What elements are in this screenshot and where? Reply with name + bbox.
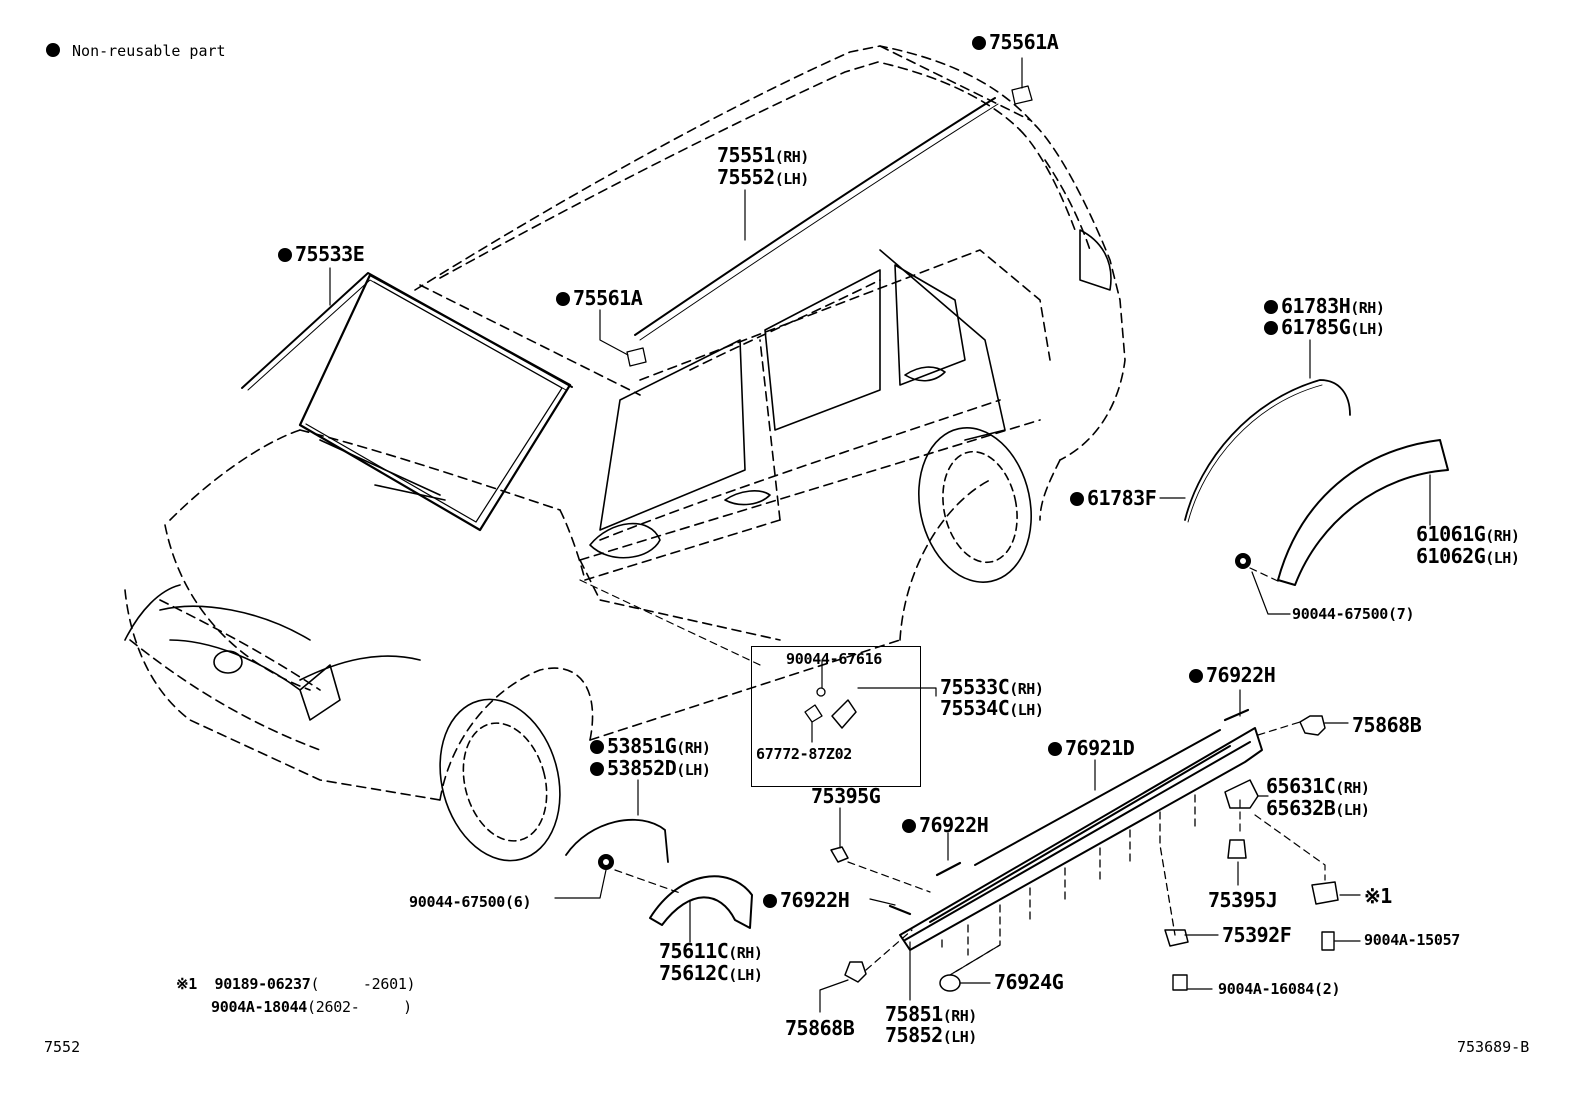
label-75868B-right[interactable]: 75868B: [1352, 713, 1422, 737]
label-53851G[interactable]: 53851G(RH): [590, 736, 711, 756]
rocker-moulding-75851: [899, 727, 1263, 951]
label-61062G[interactable]: 61062G(LH): [1416, 544, 1520, 568]
label-75551[interactable]: 75551(RH): [717, 143, 809, 167]
non-reusable-dot-icon: [46, 43, 60, 57]
figure-code-left: 7552: [44, 1038, 81, 1056]
label-75534C[interactable]: 75534C(LH): [940, 696, 1044, 720]
label-90044-67500-6-wrap[interactable]: 90044-67500(6): [409, 893, 532, 911]
tape-76922H-short: [888, 708, 1250, 916]
assembly-dash-lines: [579, 567, 1326, 976]
label-75395J[interactable]: 75395J: [1208, 888, 1278, 912]
non-reusable-dot-icon: [556, 292, 570, 306]
clip-90044-67500-6: [598, 854, 614, 870]
windshield-moulding-75533E: [241, 272, 573, 391]
pad-76924G: [939, 974, 961, 992]
label-75868B-left[interactable]: 75868B: [785, 1016, 855, 1040]
label-9004A-16084[interactable]: 9004A-16084(2): [1218, 980, 1341, 998]
label-61785G[interactable]: 61785G(LH): [1264, 317, 1385, 337]
label-75852[interactable]: 75852(LH): [885, 1023, 977, 1047]
non-reusable-dot-icon: [1048, 742, 1062, 756]
label-53852D[interactable]: 53852D(LH): [590, 758, 711, 778]
front-arch-moulding-75611C: [649, 875, 753, 929]
screw-9004A-15057: [1321, 931, 1335, 951]
clip-75561A-mid: [626, 347, 647, 367]
non-reusable-dot-icon: [278, 248, 292, 262]
non-reusable-dot-icon: [590, 740, 604, 754]
detail-box: [751, 646, 921, 787]
vehicle-body-outline: [124, 45, 1126, 801]
rear-arch-tape-61783: [1184, 379, 1351, 523]
non-reusable-dot-icon: [1264, 321, 1278, 335]
label-75561A-mid[interactable]: 75561A: [556, 288, 643, 308]
label-61783H[interactable]: 61783H(RH): [1264, 296, 1385, 316]
screw-9004A-16084: [1172, 974, 1188, 991]
clip-75868B-right: [1299, 715, 1326, 736]
label-75612C[interactable]: 75612C(LH): [659, 961, 763, 985]
bracket-65631C: [1224, 779, 1259, 809]
clip-90044-67500-7: [1235, 553, 1251, 569]
non-reusable-dot-icon: [1264, 300, 1278, 314]
label-76922H-top[interactable]: 76922H: [1189, 665, 1276, 685]
label-75851[interactable]: 75851(RH): [885, 1002, 977, 1026]
leader-lines: [329, 57, 1431, 1013]
label-75395G[interactable]: 75395G: [811, 784, 881, 808]
non-reusable-dot-icon: [1189, 669, 1203, 683]
clip-75868B-left: [844, 961, 867, 983]
label-76924G[interactable]: 76924G: [994, 970, 1064, 994]
legend-non-reusable: Non-reusable part: [46, 43, 226, 59]
non-reusable-dot-icon: [902, 819, 916, 833]
front-arch-tape-53851: [565, 818, 669, 863]
label-90044-67500-7[interactable]: 90044-67500(7): [1292, 605, 1415, 623]
label-75552[interactable]: 75552(LH): [717, 165, 809, 189]
non-reusable-dot-icon: [590, 762, 604, 776]
figure-code-right: 753689-B: [1457, 1038, 1530, 1056]
label-75561A-top[interactable]: 75561A: [972, 32, 1059, 52]
label-75392F[interactable]: 75392F: [1222, 923, 1292, 947]
label-note1-marker[interactable]: ※1: [1364, 884, 1392, 908]
clip-note1: [1311, 881, 1339, 905]
footnote-line-2: 9004A-18044(2602- ): [211, 998, 412, 1016]
footnote-line-1: ※1 90189-06237( -2601): [176, 975, 416, 993]
label-90044-67616[interactable]: 90044-67616: [786, 650, 883, 668]
clip-75395J: [1227, 839, 1247, 859]
label-61783F[interactable]: 61783F: [1070, 488, 1157, 508]
label-76922H-mid[interactable]: 76922H: [902, 815, 989, 835]
label-75533E[interactable]: 75533E: [278, 244, 365, 264]
label-9004A-15057[interactable]: 9004A-15057: [1364, 931, 1461, 949]
label-75533C[interactable]: 75533C(RH): [940, 675, 1044, 699]
non-reusable-dot-icon: [763, 894, 777, 908]
label-76922H-low[interactable]: 76922H: [763, 890, 850, 910]
label-61061G[interactable]: 61061G(RH): [1416, 522, 1520, 546]
clip-90044-67616-parts: [804, 687, 857, 729]
clip-75561A-top: [1011, 85, 1033, 105]
roof-moulding-75551: [634, 97, 999, 341]
clip-75392F: [1164, 929, 1189, 947]
label-65631C[interactable]: 65631C(RH): [1266, 774, 1370, 798]
label-76921D[interactable]: 76921D: [1048, 738, 1135, 758]
clip-75395G: [830, 846, 849, 863]
label-65632B[interactable]: 65632B(LH): [1266, 796, 1370, 820]
label-67772-87Z02[interactable]: 67772-87Z02: [756, 745, 853, 763]
label-75611C[interactable]: 75611C(RH): [659, 939, 763, 963]
non-reusable-dot-icon: [972, 36, 986, 50]
rear-arch-moulding-61061G: [1277, 439, 1449, 586]
non-reusable-dot-icon: [1070, 492, 1084, 506]
